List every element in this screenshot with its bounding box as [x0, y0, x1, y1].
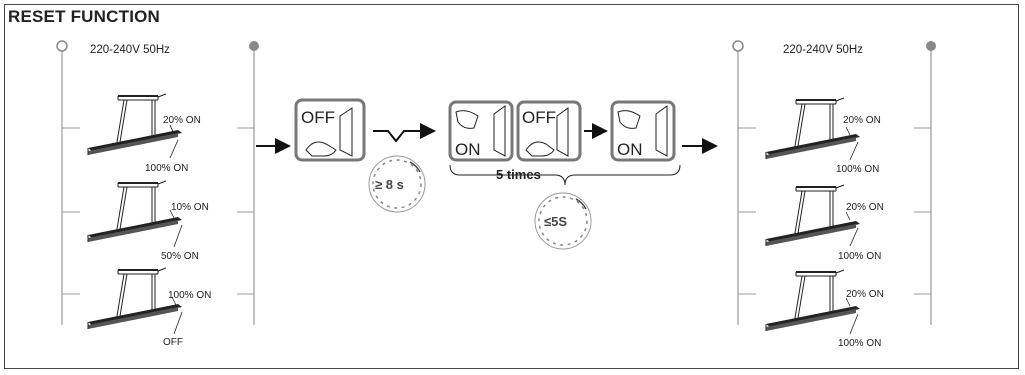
left-supply-panel: 20% ON 100% ON 10% ON 50% ON 100% ON OFF	[56, 40, 259, 348]
switch-on-step: ON	[448, 100, 514, 162]
pendant-lamp-icon	[87, 180, 183, 243]
finger-press-icon	[305, 141, 337, 157]
finger-press-icon	[525, 141, 555, 157]
lamp-top-label: 20% ON	[843, 115, 881, 126]
diagram-frame	[4, 4, 1019, 369]
finger-press-icon	[617, 110, 641, 129]
switch-off-label: OFF	[301, 108, 335, 127]
pendant-lamp-icon	[765, 269, 861, 332]
lamp-bottom-label: 100% ON	[836, 164, 879, 175]
hold-time-label: ≥ 8 s	[375, 177, 404, 192]
live-terminal-icon	[249, 41, 259, 51]
pendant-lamp-icon	[765, 184, 861, 247]
hold-timer-icon: ≥ 8 s	[368, 155, 426, 213]
live-terminal-icon	[926, 41, 936, 51]
finger-press-icon	[455, 110, 479, 129]
neutral-terminal-icon	[56, 40, 68, 52]
switch-off-step: OFF	[516, 100, 582, 162]
lamp-bottom-label: 100% ON	[838, 338, 881, 349]
lamp-bottom-label: 50% ON	[161, 251, 199, 262]
neutral-terminal-icon	[732, 40, 744, 52]
lamp-top-label: 20% ON	[846, 289, 884, 300]
switch-on-label: ON	[617, 140, 643, 159]
power-drop-icon	[373, 130, 424, 143]
interval-timer-icon: ≤5S	[534, 192, 592, 250]
lamp-bottom-label: OFF	[163, 337, 183, 348]
switch-on-step: ON	[610, 100, 676, 162]
lamp-top-label: 100% ON	[168, 290, 211, 301]
left-voltage-label: 220-240V 50Hz	[90, 44, 170, 56]
interval-time-label: ≤5S	[544, 214, 567, 229]
lamp-bottom-label: 100% ON	[145, 163, 188, 174]
diagram-title: RESET FUNCTION	[8, 7, 161, 26]
right-voltage-label: 220-240V 50Hz	[783, 44, 863, 56]
lamp-bottom-label: 100% ON	[838, 251, 881, 262]
lamp-top-label: 20% ON	[163, 115, 201, 126]
pendant-lamp-icon	[765, 97, 861, 160]
lamp-top-label: 10% ON	[171, 202, 209, 213]
repeat-label: 5 times	[496, 167, 541, 182]
switch-off-label: OFF	[522, 108, 556, 127]
lamp-top-label: 20% ON	[846, 202, 884, 213]
repeat-brace	[449, 164, 681, 186]
right-supply-panel: 20% ON 100% ON 20% ON 100% ON 20% ON 100…	[732, 40, 936, 349]
switch-on-label: ON	[455, 140, 481, 159]
switch-off-step: OFF	[294, 98, 366, 162]
